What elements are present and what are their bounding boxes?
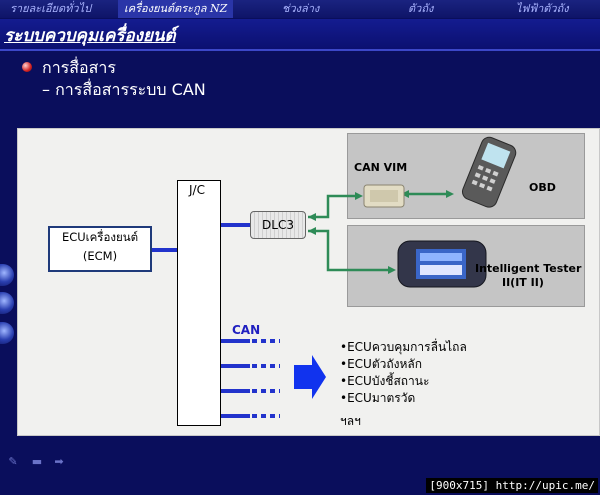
arrow-right-icon (294, 355, 326, 399)
arrow-head (308, 213, 316, 221)
obd-label: OBD (529, 181, 556, 194)
can-diagram: ECUเครื่องยนต์ (ECM) J/C DLC3 CAN VIM OB… (17, 128, 600, 436)
tab-chassis[interactable]: ช่วงล่าง (282, 2, 320, 15)
arrow-right-icon[interactable]: ➡ (54, 455, 64, 468)
ecu-engine-box: ECUเครื่องยนต์ (ECM) (48, 226, 152, 272)
top-nav: รายละเอียดทั่วไป เครื่องยนต์ตระกูล NZ ช่… (0, 0, 600, 18)
can-label: CAN (232, 323, 261, 337)
can-vim-device-icon (363, 184, 405, 208)
intelligent-tester-icon (397, 240, 487, 288)
side-prev-button[interactable] (0, 264, 14, 286)
jc-label: J/C (189, 183, 205, 197)
tab-body[interactable]: ตัวถัง (408, 2, 434, 15)
bullet-icon (22, 62, 32, 72)
dlc3-connector: DLC3 (250, 211, 306, 239)
bullet-communication: การสื่อสาร (42, 58, 116, 77)
etc-label: ฯลฯ (340, 414, 361, 428)
tester-label-2: II(IT II) (502, 276, 544, 289)
list-item: •ECUตัวถังหลัก (340, 357, 423, 371)
list-item: •ECUบังชี้สถานะ (340, 374, 430, 388)
green-links (308, 192, 448, 272)
tester-label-1: Intelligent Tester (475, 262, 582, 275)
menu-icon[interactable]: ▬ (31, 455, 43, 468)
ecu-engine-label: ECUเครื่องยนต์ (61, 230, 139, 244)
pen-icon[interactable]: ✎ (8, 455, 18, 468)
bullet-can-communication: – การสื่อสารระบบ CAN (42, 80, 206, 99)
list-item: •ECUควบคุมการลื่นไถล (340, 340, 467, 354)
watermark: [900x715] http://upic.me/ (426, 478, 598, 493)
list-item: •ECUมาตรวัด (340, 391, 416, 405)
ecu-list: •ECUควบคุมการลื่นไถล •ECUตัวถังหลัก •ECU… (340, 339, 467, 430)
side-home-button[interactable] (0, 292, 14, 314)
tester-panel (347, 225, 585, 307)
obd-handheld-icon (461, 136, 517, 208)
junction-connector-box (177, 180, 221, 426)
page-title: ระบบควบคุมเครื่องยนต์ (4, 26, 176, 46)
tab-general[interactable]: รายละเอียดทั่วไป (10, 2, 92, 15)
tab-body-electrical[interactable]: ไฟฟ้าตัวถัง (516, 2, 569, 15)
ecm-label: (ECM) (82, 249, 118, 263)
header-bar: ระบบควบคุมเครื่องยนต์ (0, 19, 600, 51)
side-next-button[interactable] (0, 322, 14, 344)
can-vim-label: CAN VIM (354, 161, 408, 174)
tab-nz-engine[interactable]: เครื่องยนต์ตระกูล NZ (118, 0, 234, 18)
